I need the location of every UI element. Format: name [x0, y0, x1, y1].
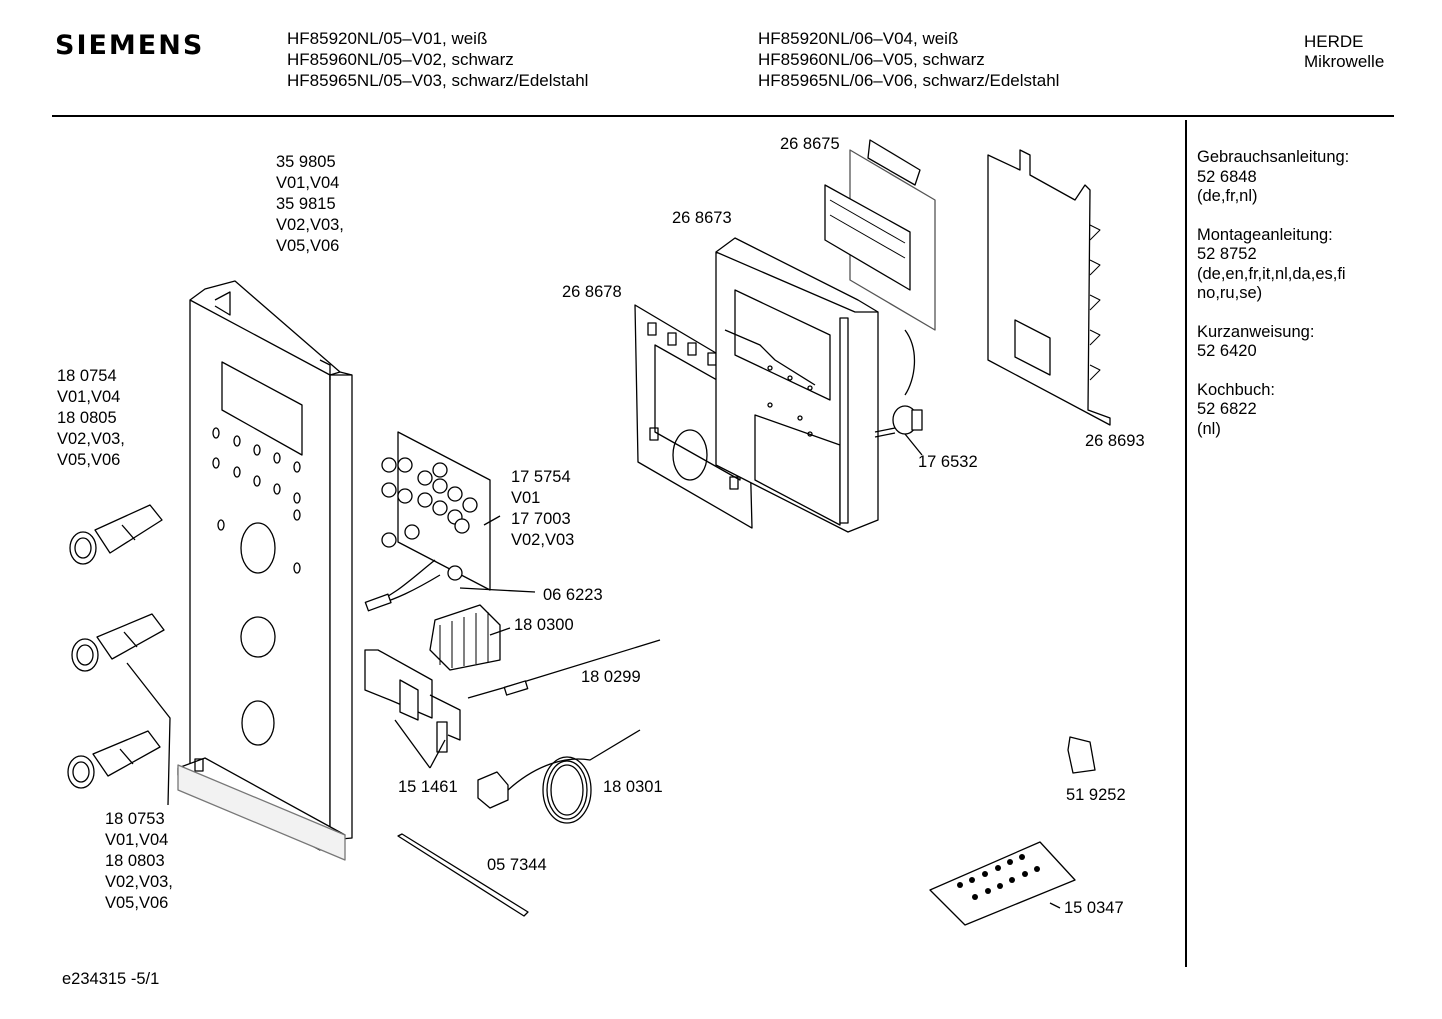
- label-switch: 18 0300: [514, 616, 574, 634]
- doc-montageanleitung: Montageanleitung: 52 8752 (de,en,fr,it,n…: [1197, 226, 1387, 304]
- label-cable-0299: 18 0299: [581, 668, 641, 686]
- label-cable-066: 06 6223: [543, 586, 603, 604]
- doc-kurzanweisung: Kurzanweisung: 52 6420: [1197, 323, 1387, 362]
- model-line: HF85920NL/06–V04, weiß: [758, 29, 959, 48]
- brand-logo: SIEMENS: [55, 30, 205, 61]
- knob-top: [69, 504, 163, 565]
- doc-title: Montageanleitung:: [1197, 225, 1333, 244]
- category: HERDE Mikrowelle: [1304, 32, 1384, 72]
- model-line: HF85965NL/06–V06, schwarz/Edelstahl: [758, 71, 1060, 90]
- label-display-frame: 26 8678: [562, 283, 622, 301]
- doc-number: 52 6822: [1197, 400, 1257, 418]
- model-line: HF85960NL/06–V05, schwarz: [758, 50, 985, 69]
- screw-bag: [929, 841, 1076, 926]
- doc-langs: (de,fr,nl): [1197, 187, 1258, 205]
- label-connector: 26 8675: [780, 135, 840, 153]
- label-foil: 51 9252: [1066, 786, 1126, 804]
- encoder: [874, 405, 923, 456]
- bracket: [364, 649, 461, 769]
- doc-title: Kurzanweisung:: [1197, 322, 1315, 341]
- documentation-list: Gebrauchsanleitung: 52 6848 (de,fr,nl) M…: [1197, 148, 1387, 458]
- doc-kochbuch: Kochbuch: 52 6822 (nl): [1197, 381, 1387, 440]
- doc-langs: (nl): [1197, 419, 1221, 438]
- model-line: HF85920NL/05–V01, weiß: [287, 29, 488, 48]
- label-encoder: 17 6532: [918, 453, 978, 471]
- models-left: HF85920NL/05–V01, weiß HF85960NL/05–V02,…: [287, 28, 588, 91]
- model-line: HF85965NL/05–V03, schwarz/Edelstahl: [287, 71, 589, 90]
- foil-square: [1067, 736, 1096, 774]
- knob-group: [67, 504, 171, 806]
- rod: [397, 833, 529, 917]
- rotary-switch: [429, 604, 511, 671]
- main-board: [987, 149, 1111, 426]
- label-board: 26 8693: [1085, 432, 1145, 450]
- doc-number: 52 6420: [1197, 342, 1257, 360]
- button-holes: [212, 427, 301, 574]
- knob-bottom: [67, 730, 161, 789]
- sensor: [477, 729, 641, 824]
- sidebar-divider: [1185, 120, 1187, 967]
- doc-number: 52 8752: [1197, 245, 1257, 263]
- knob-mid: [71, 613, 165, 672]
- cable-06-6223: [364, 559, 536, 612]
- doc-title: Gebrauchsanleitung:: [1197, 148, 1350, 166]
- label-rod: 05 7344: [487, 856, 547, 874]
- electronics-module: [715, 237, 879, 533]
- keyboard-pcb: [381, 431, 501, 591]
- doc-langs: no,ru,se): [1197, 284, 1263, 302]
- keys: [381, 457, 478, 581]
- label-bracket: 15 1461: [398, 778, 458, 796]
- screws: [957, 854, 1040, 900]
- label-sensor: 18 0301: [603, 778, 663, 796]
- front-panel: [177, 280, 353, 861]
- label-screws: 15 0347: [1064, 899, 1124, 917]
- models-right: HF85920NL/06–V04, weiß HF85960NL/06–V05,…: [758, 28, 1059, 91]
- category-line: Mikrowelle: [1304, 52, 1385, 71]
- doc-number: 52 6848: [1197, 167, 1257, 186]
- category-line: HERDE: [1304, 32, 1364, 51]
- doc-gebrauchsanleitung: Gebrauchsanleitung: 52 6848 (de,fr,nl): [1197, 148, 1387, 207]
- model-line: HF85960NL/05–V02, schwarz: [287, 50, 514, 69]
- board-tabs: [1089, 224, 1101, 381]
- doc-title: Kochbuch:: [1197, 380, 1275, 399]
- header-divider: [52, 115, 1394, 117]
- connector-assembly: [824, 139, 936, 396]
- doc-langs: (de,en,fr,it,nl,da,es,fi: [1197, 264, 1346, 283]
- module-holes: [767, 365, 813, 437]
- cable-18-0299: [467, 639, 661, 699]
- label-module: 26 8673: [672, 209, 732, 227]
- drawing-id: e234315 -5/1: [62, 970, 160, 988]
